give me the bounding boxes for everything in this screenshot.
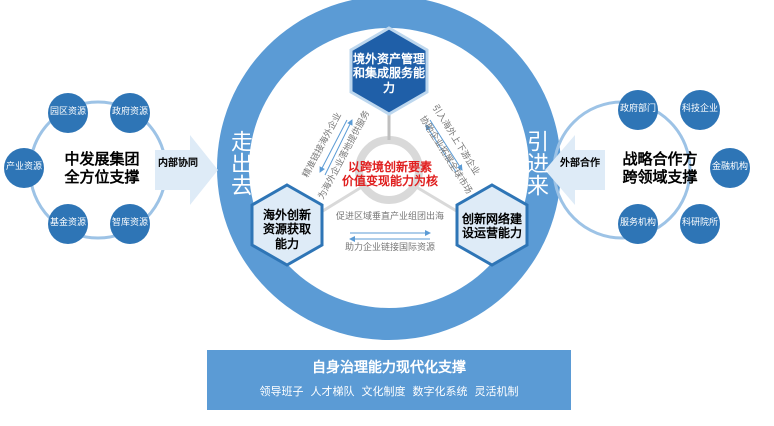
core-label: 以跨境创新要素价值变现能力为核: [341, 160, 438, 189]
internal-label: 内部协同: [158, 158, 198, 169]
hex-left: [250, 183, 324, 267]
node-finance: 金融机构: [710, 148, 750, 188]
left-title: 中发展集团全方位支撑: [64, 150, 140, 186]
go-out-label: 走出去: [227, 130, 252, 196]
node-gov-dept: 政府部门: [618, 90, 658, 130]
link-b2: 助力企业链接国际资源: [344, 243, 435, 253]
right-title: 战略合作方跨领域支撑: [622, 150, 698, 186]
external-label: 外部合作: [560, 158, 600, 169]
node-fund: 基金资源: [48, 204, 88, 244]
hex-top: [349, 26, 429, 116]
node-service: 服务机构: [618, 204, 658, 244]
external-arrow: [545, 135, 605, 205]
node-think: 智库资源: [110, 204, 150, 244]
node-research: 科研院所: [680, 204, 720, 244]
link-b1: 促进区域垂直产业组团出海: [335, 212, 444, 222]
node-park: 园区资源: [48, 93, 88, 133]
node-tech: 科技企业: [680, 90, 720, 130]
hex-left-label: 海外创新资源获取能力: [262, 208, 311, 251]
bring-in-label: 引进来: [523, 130, 548, 196]
node-industry: 产业资源: [4, 148, 44, 188]
internal-arrow: [155, 135, 218, 205]
bottom-bar: [207, 350, 571, 410]
node-gov: 政府资源: [110, 93, 150, 133]
hex-right: [455, 183, 529, 267]
bottom-title: 自身治理能力现代化支撑: [312, 360, 466, 376]
hex-top-label: 境外资产管理和集成服务能力: [352, 52, 425, 95]
hex-right-label: 创新网络建设运营能力: [461, 212, 522, 241]
bottom-items: 领导班子 人才梯队 文化制度 数字化系统 灵活机制: [259, 385, 519, 398]
